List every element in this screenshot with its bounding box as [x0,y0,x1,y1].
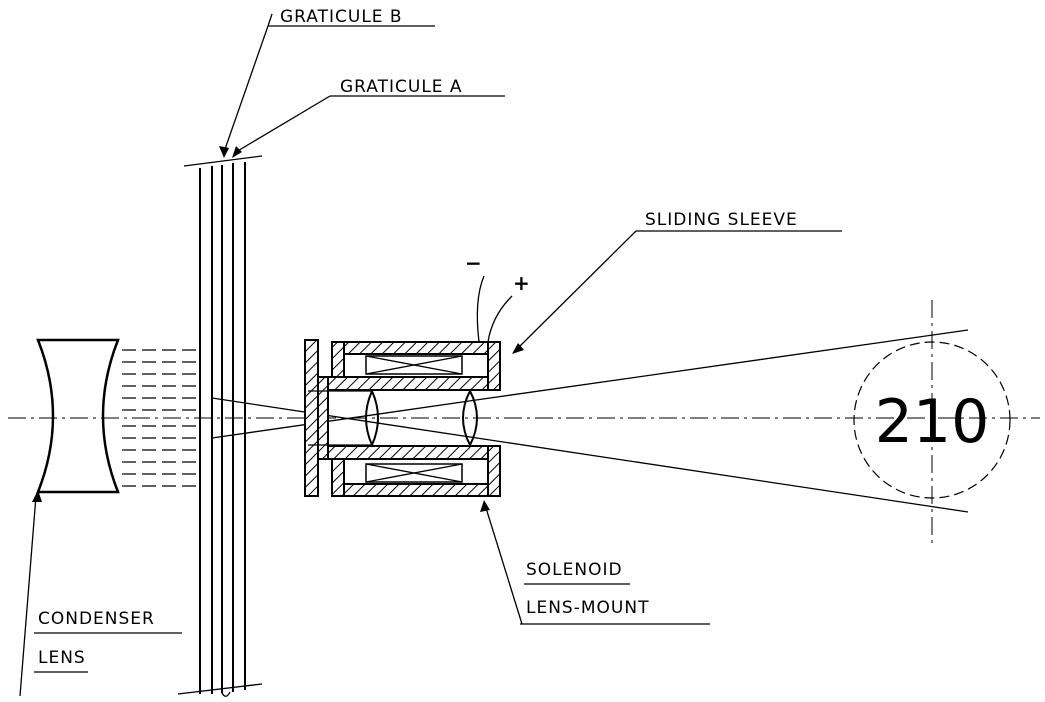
leader-lines [19,13,842,697]
projected-image [853,300,1011,545]
graticule-plates [177,155,263,697]
light-rays [122,349,200,487]
plus-sign: + [513,271,530,295]
lead-wires [476,275,513,343]
minus-sign: − [465,251,482,275]
projected-number: 210 [875,387,990,457]
label-sliding-sleeve: SLIDING SLEEVE [645,210,798,230]
label-graticule-b: GRATICULE B [280,7,403,27]
condenser-lens [36,338,120,494]
label-condenser: CONDENSER [38,609,155,629]
solenoid-lens-mount [304,339,501,497]
label-lens: LENS [38,648,86,668]
label-lens-mount: LENS-MOUNT [526,598,649,618]
label-solenoid: SOLENOID [526,560,623,580]
projection-rays [211,329,969,513]
label-graticule-a: GRATICULE A [340,77,463,97]
